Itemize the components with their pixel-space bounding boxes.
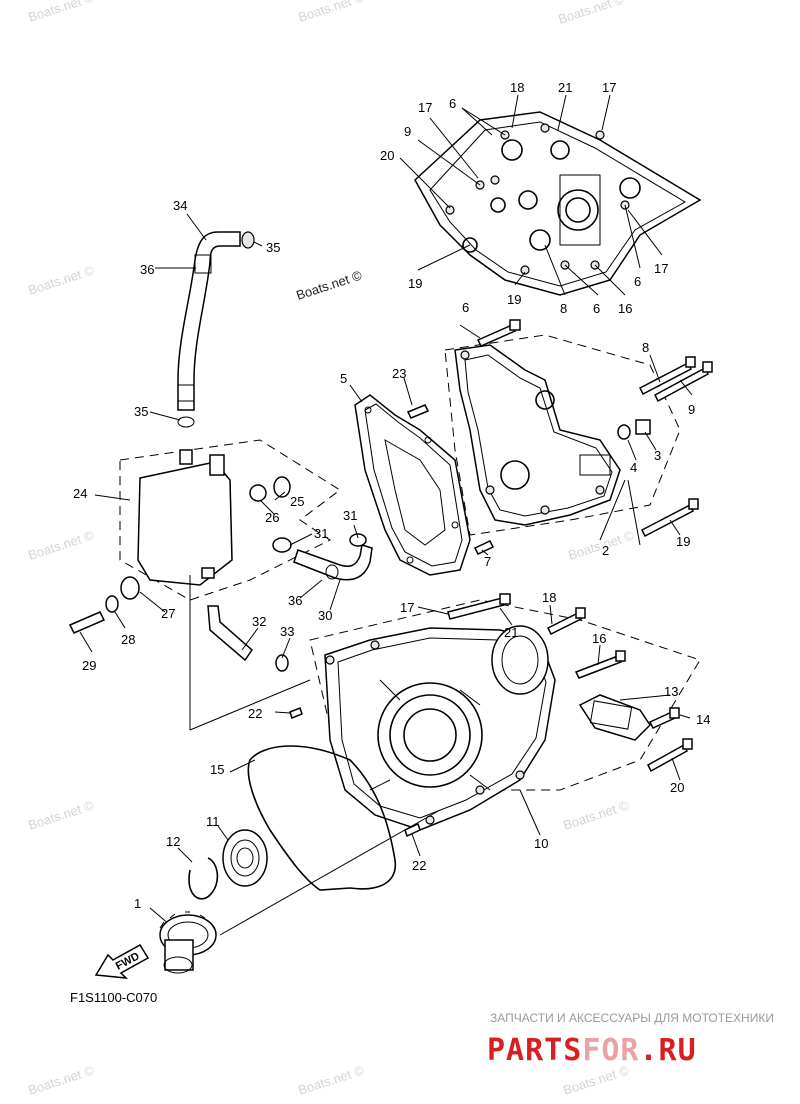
middle-leader-lines	[79, 213, 693, 731]
callout-number: 17	[418, 100, 432, 115]
cover-gasket	[247, 745, 397, 891]
background-watermark: Boats.net ©	[26, 1062, 96, 1097]
callout-number: 6	[449, 96, 456, 111]
brand-tagline: ЗАПЧАСТИ И АКСЕССУАРЫ ДЛЯ МОТОТЕХНИКИ	[490, 1011, 774, 1025]
background-watermark: Boats.net ©	[26, 797, 96, 832]
callout-number: 24	[73, 486, 87, 501]
callout-number: 11	[206, 814, 220, 829]
background-watermark: Boats.net ©	[26, 527, 96, 562]
callout-number: 19	[408, 276, 422, 291]
callout-number: 29	[82, 658, 96, 673]
callout-number: 4	[630, 460, 637, 475]
callout-number: 21	[504, 625, 518, 640]
gasket	[354, 394, 471, 576]
callout-number: 7	[484, 554, 491, 569]
callout-number: 6	[634, 274, 641, 289]
callout-number: 18	[542, 590, 556, 605]
callout-number: 27	[161, 606, 175, 621]
callout-number: 17	[602, 80, 616, 95]
background-watermark: Boats.net ©	[26, 0, 96, 25]
callout-number: 17	[654, 261, 668, 276]
callout-number: 18	[510, 80, 524, 95]
crankcase-cover-middle	[444, 334, 681, 536]
callout-number: 21	[558, 80, 572, 95]
callout-number: 16	[618, 301, 632, 316]
background-watermark: Boats.net ©	[561, 797, 631, 832]
breather-hose	[177, 231, 255, 428]
callout-number: 31	[314, 526, 328, 541]
bearing-and-circlip	[188, 829, 268, 900]
callout-number: 14	[696, 712, 710, 727]
callout-number: 6	[462, 300, 469, 315]
callout-number: 5	[340, 371, 347, 386]
callout-number: 36	[140, 262, 154, 277]
top-leader-lines	[399, 94, 663, 296]
lower-leader-lines	[149, 604, 691, 936]
callout-number: 3	[654, 448, 661, 463]
background-watermark: Boats.net ©	[26, 262, 96, 297]
callout-number: 28	[121, 632, 135, 647]
drive-gear	[159, 911, 217, 974]
background-watermark: Boats.net ©	[296, 0, 366, 25]
brand-name-part: FOR	[582, 1033, 639, 1068]
callout-number: 22	[248, 706, 262, 721]
callout-number: 9	[404, 124, 411, 139]
hoses-and-fittings	[68, 533, 373, 672]
brand-name-part: .RU	[640, 1033, 697, 1068]
callout-number: 13	[664, 684, 678, 699]
callout-numbers: 34 35 36 35 24 25 26 31 31 27 28 29 36 3…	[73, 80, 710, 911]
callout-number: 23	[392, 366, 406, 381]
callout-number: 33	[280, 624, 294, 639]
callout-number: 16	[592, 631, 606, 646]
callout-number: 9	[688, 402, 695, 417]
callout-number: 1	[134, 896, 141, 911]
callout-number: 34	[173, 198, 187, 213]
brand-name-part: PARTS	[487, 1033, 582, 1068]
callout-number: 19	[676, 534, 690, 549]
diagram-code: F1S1100-C070	[70, 990, 157, 1005]
callout-number: 8	[642, 340, 649, 355]
callout-number: 15	[210, 762, 224, 777]
crankcase-back-view	[414, 111, 702, 296]
inline-watermark: Boats.net ©	[294, 267, 364, 302]
callout-number: 20	[670, 780, 684, 795]
brand-logo: ЗАПЧАСТИ И АКСЕССУАРЫ ДЛЯ МОТОТЕХНИКИ PA…	[487, 1011, 774, 1068]
callout-number: 8	[560, 301, 567, 316]
callout-number: 32	[252, 614, 266, 629]
bolts-lower	[289, 593, 693, 838]
callout-number: 25	[290, 494, 304, 509]
callout-number: 30	[318, 608, 332, 623]
callout-number: 26	[265, 510, 279, 525]
callout-number: 2	[602, 543, 609, 558]
callout-number: 35	[266, 240, 280, 255]
svg-text:PARTSFOR.RU: PARTSFOR.RU	[487, 1033, 697, 1068]
callout-number: 6	[593, 301, 600, 316]
forward-arrow-icon: FWD	[94, 943, 150, 979]
callout-number: 36	[288, 593, 302, 608]
background-watermark: Boats.net ©	[556, 0, 626, 27]
callout-number: 19	[507, 292, 521, 307]
callout-number: 10	[534, 836, 548, 851]
callout-number: 20	[380, 148, 394, 163]
callout-number: 31	[343, 508, 357, 523]
bolts-middle	[406, 319, 713, 555]
callout-number: 17	[400, 600, 414, 615]
oil-tank	[119, 439, 341, 601]
crankcase-cover-lower	[309, 599, 701, 831]
callout-number: 22	[412, 858, 426, 873]
callout-number: 35	[134, 404, 148, 419]
strainer-cover	[578, 694, 680, 741]
callout-number: 12	[166, 834, 180, 849]
background-watermark: Boats.net ©	[296, 1062, 366, 1097]
